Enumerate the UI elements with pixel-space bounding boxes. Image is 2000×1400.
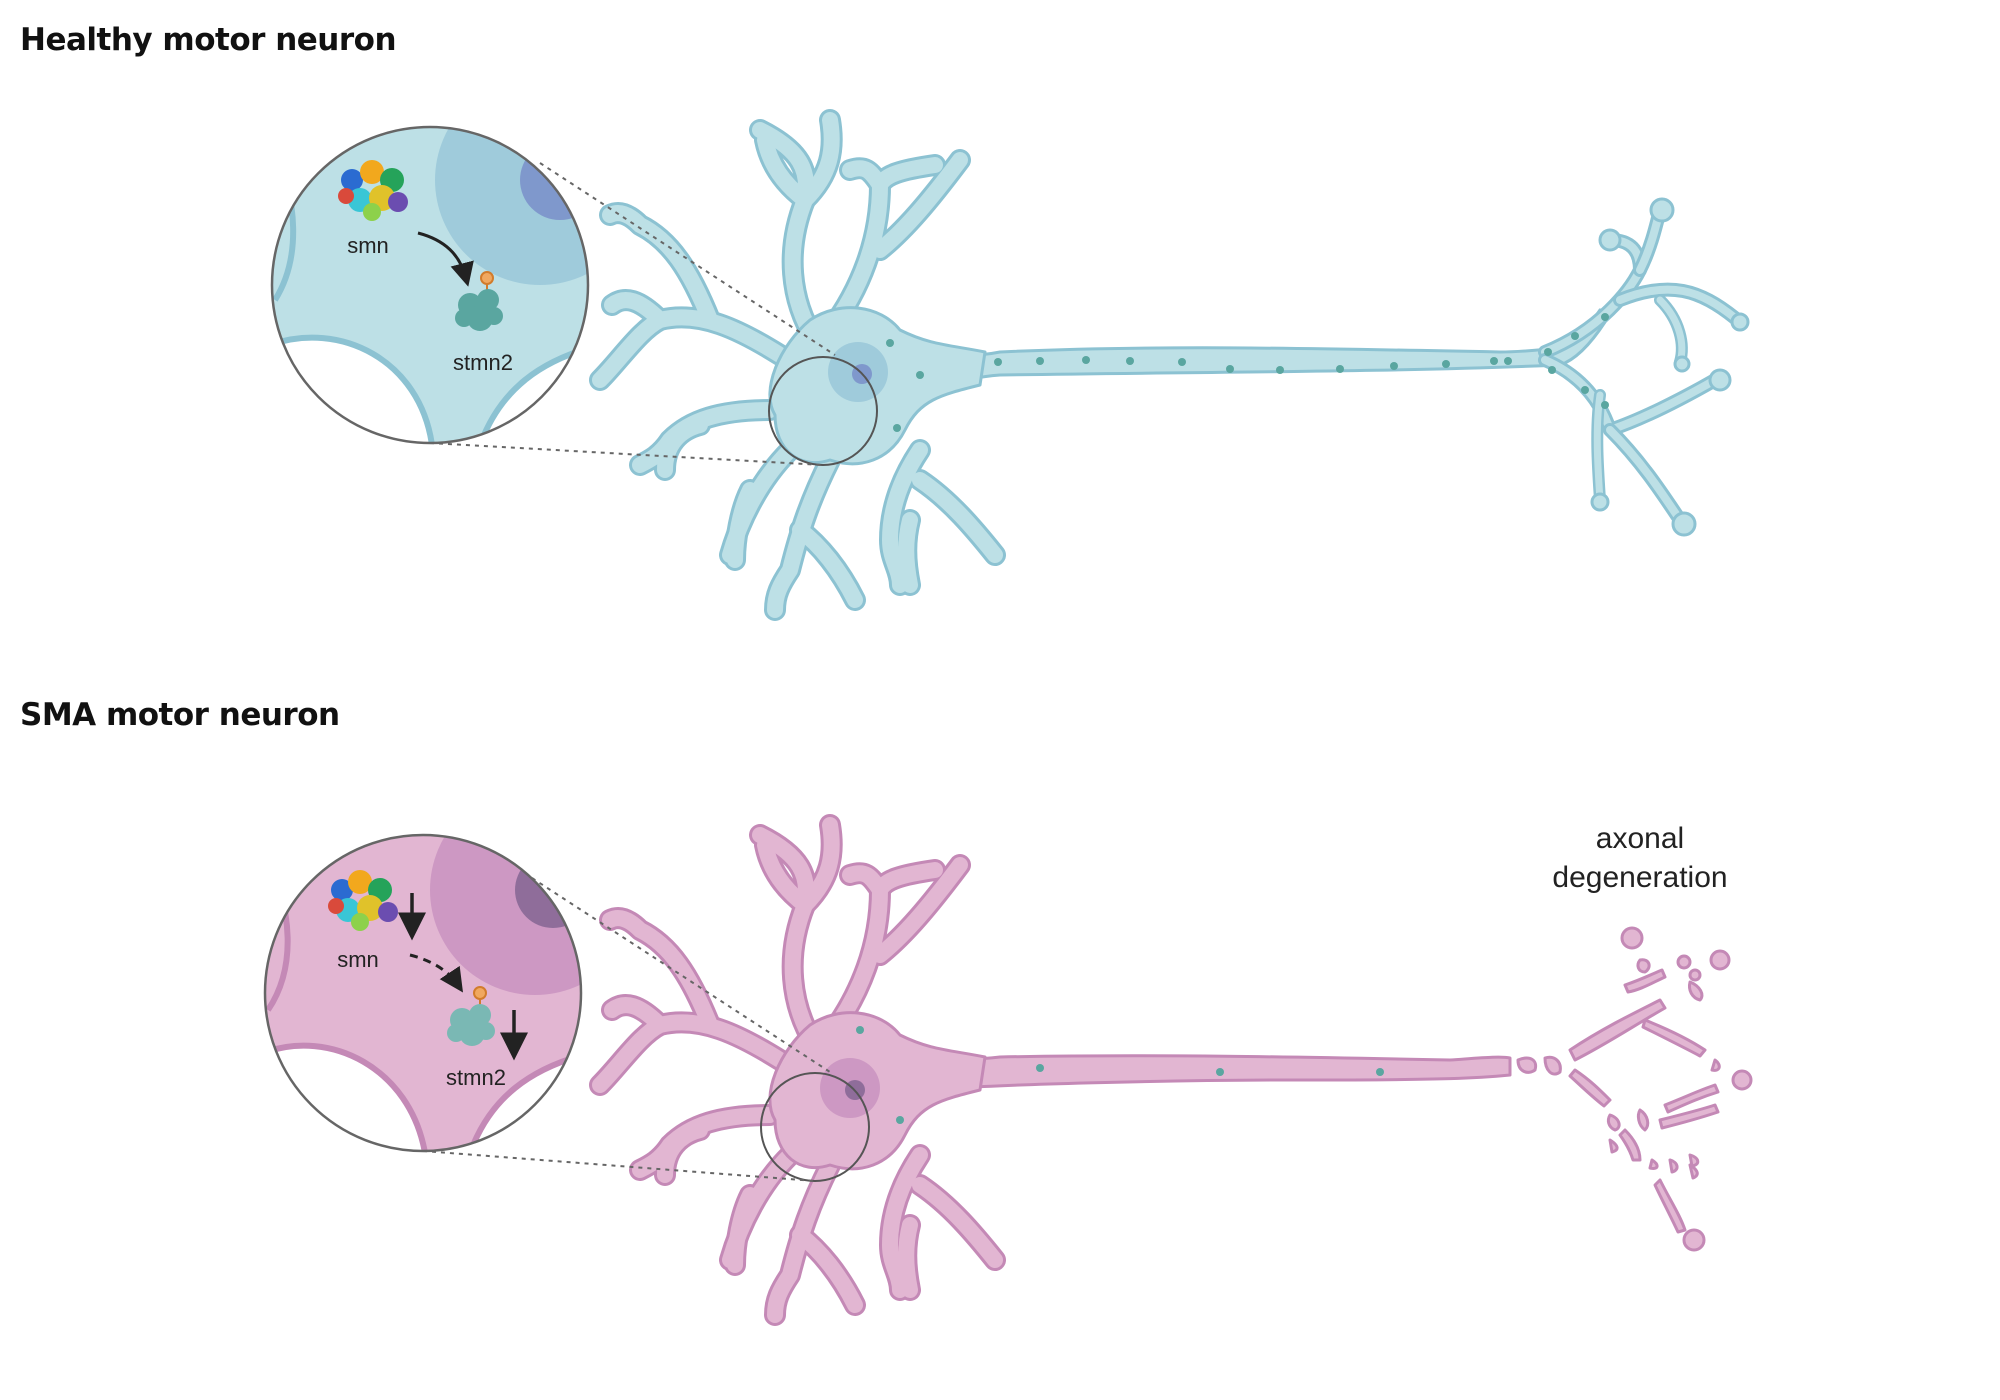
healthy-dendrites-fill bbox=[592, 112, 1003, 618]
annotation-degeneration: degeneration bbox=[1552, 861, 1727, 894]
sma-stmn2-label: stmn2 bbox=[446, 1065, 506, 1090]
healthy-stmn2-dots bbox=[886, 313, 1609, 432]
healthy-neuron bbox=[589, 109, 1750, 621]
sma-axon bbox=[878, 1050, 1512, 1104]
healthy-zoom-inset: smn stmn2 bbox=[270, 125, 590, 445]
sma-zoom-line-bottom bbox=[422, 1150, 816, 1182]
sma-panel-title: SMA motor neuron bbox=[20, 697, 340, 733]
sma-axon-fragments bbox=[1516, 926, 1753, 1252]
healthy-stmn2-protein bbox=[455, 289, 503, 331]
healthy-stmn2-label: stmn2 bbox=[453, 350, 513, 375]
healthy-smn-label: smn bbox=[347, 233, 389, 258]
healthy-arrow bbox=[417, 231, 474, 287]
sma-zoom-inset: smn stmn2 bbox=[263, 833, 583, 1153]
healthy-zoom-line-bottom bbox=[429, 442, 823, 466]
healthy-smn-protein bbox=[338, 160, 408, 221]
healthy-synaptic-boutons bbox=[1590, 197, 1750, 537]
sma-stmn2-protein bbox=[447, 1004, 495, 1046]
sma-smn-protein bbox=[328, 870, 398, 931]
sma-magnifier-ring bbox=[760, 1072, 870, 1182]
healthy-panel-title: Healthy motor neuron bbox=[20, 22, 397, 58]
sma-neuron bbox=[589, 814, 1753, 1326]
healthy-magnifier-ring bbox=[768, 356, 878, 466]
healthy-axon-terminals bbox=[1538, 203, 1742, 527]
sma-stmn2-dots bbox=[856, 1026, 1384, 1124]
sma-dendrites-fill bbox=[592, 817, 1003, 1323]
sma-smn-label: smn bbox=[337, 947, 379, 972]
sma-phosphate-icon bbox=[473, 986, 487, 1000]
healthy-axon bbox=[878, 308, 1607, 397]
sma-dashed-arrow bbox=[409, 953, 463, 993]
annotation-axonal: axonal bbox=[1596, 822, 1684, 855]
healthy-phosphate-icon bbox=[480, 271, 494, 285]
